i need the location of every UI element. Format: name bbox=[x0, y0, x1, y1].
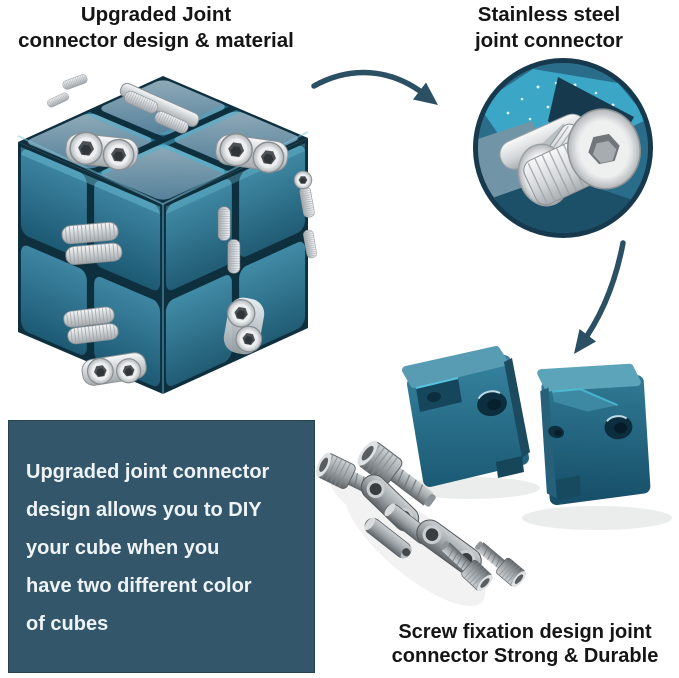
cube-block-left bbox=[402, 346, 530, 487]
panel-line-2: design allows you to DIY bbox=[26, 499, 262, 521]
cube-block-right bbox=[537, 363, 651, 506]
parts-photo bbox=[312, 346, 672, 607]
joint-closeup-photo bbox=[473, 58, 653, 238]
heading-upgraded-joint-line2: connector design & material bbox=[18, 29, 294, 52]
curved-arrow-right-icon bbox=[311, 69, 438, 105]
panel-line-4: have two different color bbox=[26, 575, 252, 597]
infinity-cube-photo bbox=[17, 74, 318, 394]
panel-line-1: Upgraded joint connector bbox=[26, 461, 270, 483]
panel-line-3: your cube when you bbox=[26, 537, 220, 559]
heading-stainless-steel: Stainless steel joint connector bbox=[420, 2, 678, 54]
curved-arrow-down-icon bbox=[574, 240, 626, 354]
caption-line1: Screw fixation design joint bbox=[398, 621, 652, 643]
cube-hinges bbox=[60, 82, 318, 387]
caption-screw-fixation: Screw fixation design joint connector St… bbox=[372, 620, 678, 668]
heading-upgraded-joint: Upgraded Joint connector design & materi… bbox=[0, 2, 312, 54]
heading-upgraded-joint-line1: Upgraded Joint bbox=[80, 3, 232, 26]
heading-stainless-steel-line1: Stainless steel bbox=[477, 3, 621, 26]
caption-line2: connector Strong & Durable bbox=[391, 645, 659, 667]
heading-stainless-steel-line2: joint connector bbox=[474, 29, 624, 52]
panel-line-5: of cubes bbox=[26, 613, 109, 635]
description-panel: Upgraded joint connector design allows y… bbox=[8, 420, 315, 673]
